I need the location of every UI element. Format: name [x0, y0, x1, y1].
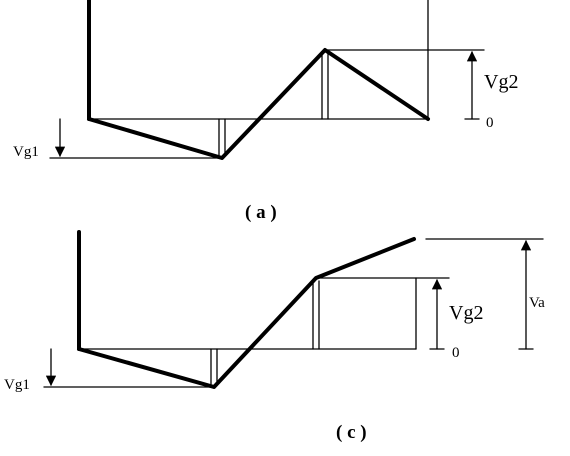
panel-c-vg2-label: Vg2 — [449, 302, 483, 324]
panel-c-vg1-label: Vg1 — [4, 377, 30, 393]
panel-c-zero-label: 0 — [452, 345, 460, 361]
panel-a-waveform — [87, 48, 430, 160]
panel-a-vg1-label: Vg1 — [13, 144, 39, 160]
panel-a-zero-label: 0 — [486, 115, 494, 131]
panel-c-waveform — [77, 237, 416, 389]
panel-c-va-label: Va — [529, 295, 545, 311]
panel-a-caption: ( a ) — [245, 202, 277, 223]
panel-c-caption: ( c ) — [336, 422, 367, 443]
panel-a: Vg1 Vg2 0 ( a ) — [13, 0, 518, 223]
panel-c: Vg1 Vg2 0 Va ( c ) — [4, 230, 545, 443]
panel-a-vg2-label: Vg2 — [484, 71, 518, 93]
